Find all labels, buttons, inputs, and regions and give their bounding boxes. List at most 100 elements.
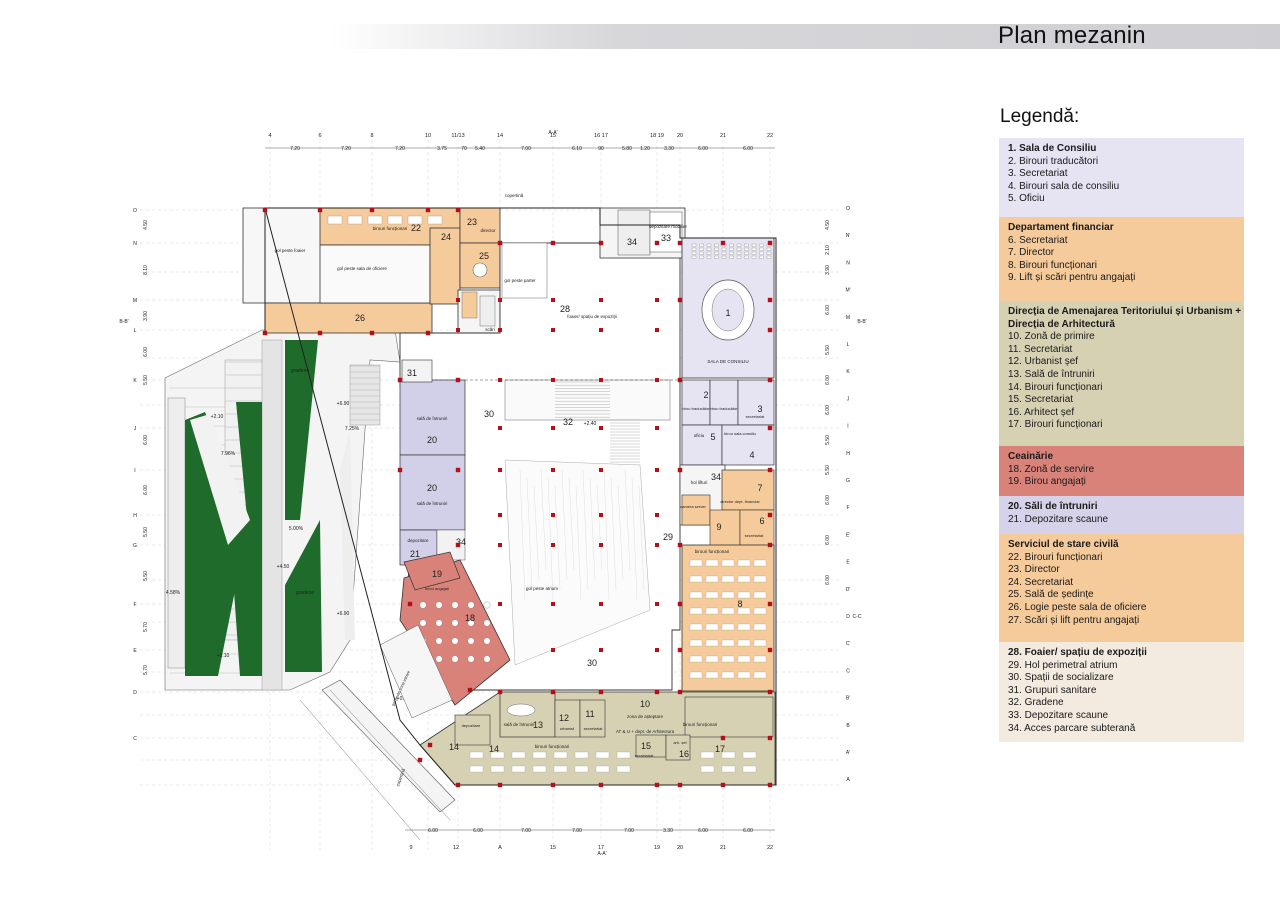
column xyxy=(767,735,773,741)
room-number-24: 24 xyxy=(441,232,451,242)
label-gol-foaier: gol peste foaier xyxy=(275,248,306,253)
column xyxy=(550,240,556,246)
room-number-7: 7 xyxy=(757,483,762,493)
section-label: C-C xyxy=(853,614,862,620)
grid-label-left: I xyxy=(134,468,135,474)
map-sketch xyxy=(638,485,645,591)
column xyxy=(498,513,502,517)
legend-item: 22. Birouri funcționari xyxy=(1008,551,1103,563)
legend-item: 10. Zonă de primire xyxy=(1008,331,1095,343)
seat xyxy=(744,251,749,255)
column xyxy=(655,543,659,547)
room-number-25: 25 xyxy=(479,251,489,261)
room-33 xyxy=(649,211,683,253)
grid-label-right: K xyxy=(846,369,850,375)
desk xyxy=(721,639,735,647)
desk xyxy=(689,623,703,631)
column xyxy=(767,240,773,246)
column xyxy=(655,328,659,332)
column xyxy=(677,467,683,473)
desk xyxy=(742,751,757,759)
column xyxy=(369,330,375,336)
seat xyxy=(736,247,742,251)
grid-label-bottom: 22 xyxy=(767,845,773,851)
label-gradene: gradene xyxy=(291,368,310,374)
grid-dim-left: 8.10 xyxy=(143,265,149,275)
grid-label-left: E xyxy=(133,648,137,654)
grid-dim-left: 5.50 xyxy=(143,571,149,581)
cafe-table xyxy=(451,655,459,663)
map-sketch xyxy=(603,469,610,601)
column xyxy=(599,328,603,332)
legend-heading: Direcția de Amenajarea Teritoriului și U… xyxy=(1008,306,1242,330)
column xyxy=(655,298,659,302)
desk xyxy=(532,765,547,773)
label-8: birouri funcționari xyxy=(695,549,730,554)
label-7: director dept. financiar xyxy=(720,499,760,504)
level-label: +6.90 xyxy=(337,401,350,407)
desk xyxy=(737,671,751,679)
room-number-32: 32 xyxy=(563,417,573,427)
legend-item: 27. Scări și lift pentru angajați xyxy=(1008,614,1140,626)
column xyxy=(677,297,683,303)
grid-label-bottom: 19 xyxy=(654,845,660,851)
column xyxy=(677,689,683,695)
room-number-26: 26 xyxy=(355,313,365,323)
column xyxy=(425,207,431,213)
legend-heading: Ceainărie xyxy=(1008,451,1054,462)
seat xyxy=(736,251,742,255)
desk xyxy=(753,671,767,679)
grid-label-top: 21 xyxy=(720,133,726,139)
legend-item: 7. Director xyxy=(1008,247,1055,259)
column xyxy=(599,648,603,652)
label-33: depozitare mobilier xyxy=(649,224,688,229)
column xyxy=(655,513,659,517)
seat xyxy=(744,255,749,259)
room-9-server xyxy=(681,494,711,526)
cafe-table xyxy=(483,637,491,645)
map-sketch xyxy=(596,485,603,571)
map-sketch xyxy=(589,477,596,581)
road-edge xyxy=(299,699,421,841)
legend-item: 8. Birouri funcționari xyxy=(1008,259,1097,271)
desk xyxy=(705,559,719,567)
legend-item: 3. Secretariat xyxy=(1008,168,1068,180)
legend-heading: 20. Săli de întruniri xyxy=(1008,501,1098,512)
grid-dim-left: 5.50 xyxy=(143,375,149,385)
column xyxy=(551,543,555,547)
desk xyxy=(616,765,631,773)
column xyxy=(397,377,403,383)
column xyxy=(498,543,502,547)
grid-dim-right: 3.90 xyxy=(825,265,831,275)
sala-oficiere-void xyxy=(319,244,431,304)
grid-dim-top: 6.00 xyxy=(743,146,753,152)
legend-item: 34. Acces parcare subterană xyxy=(1008,722,1136,734)
grid-dim-bottom: 7.00 xyxy=(624,828,634,834)
grid-dim-left: 6.00 xyxy=(143,485,149,495)
lawn-mid-lower xyxy=(230,500,262,676)
legend-item: 2. Birouri traducători xyxy=(1008,155,1099,167)
seat xyxy=(766,251,772,255)
legend-item: 5. Oficiu xyxy=(1008,193,1045,205)
seat xyxy=(759,255,764,259)
room-number-31: 31 xyxy=(407,368,417,378)
label-21: depozitare xyxy=(407,538,429,543)
column xyxy=(497,689,503,695)
grid-dim-top: 6.00 xyxy=(698,146,708,152)
map-sketch xyxy=(540,469,547,571)
desk xyxy=(721,575,735,583)
grid-dim-bottom: 6.00 xyxy=(473,828,483,834)
label-16: arh. șef xyxy=(673,740,687,745)
desk xyxy=(347,215,363,225)
grid-label-bottom: A xyxy=(498,845,502,851)
grid-label-bottom: 15 xyxy=(550,845,556,851)
desk xyxy=(705,575,719,583)
label-20b: sală de întruniri xyxy=(417,501,448,506)
legend-item: 9. Lift și scări pentru angajați xyxy=(1008,272,1136,284)
column xyxy=(551,298,555,302)
column xyxy=(767,689,773,695)
room-16 xyxy=(665,734,691,761)
desk xyxy=(721,765,736,773)
seat xyxy=(714,247,719,251)
